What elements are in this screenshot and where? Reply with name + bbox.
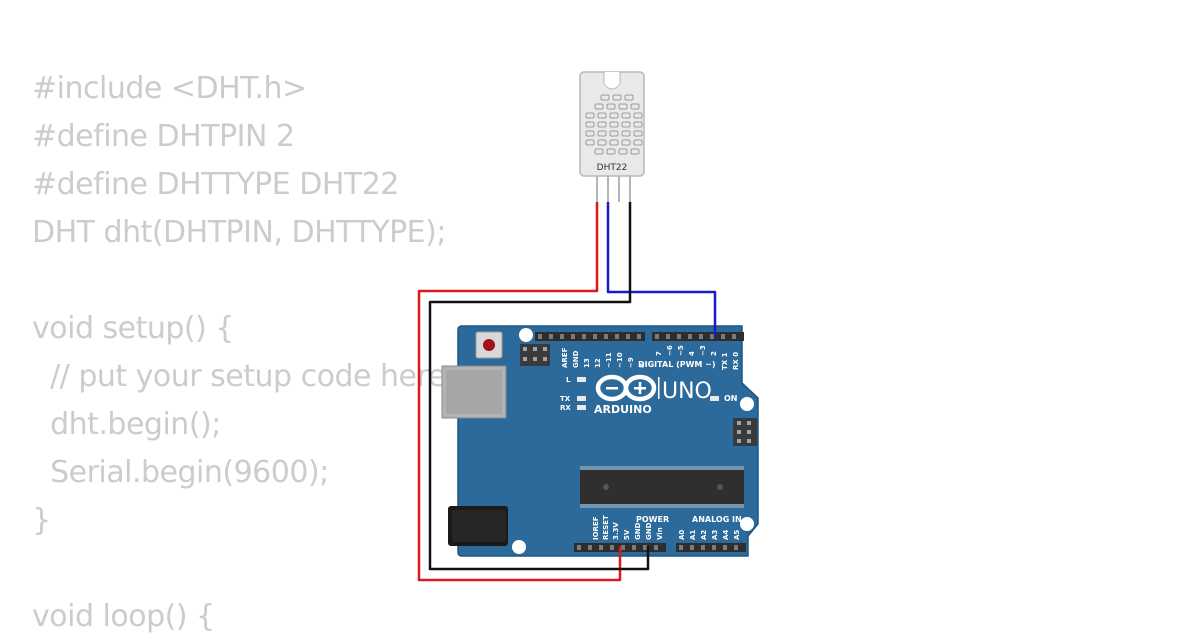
mounting-hole bbox=[740, 397, 754, 411]
dht22-sensor[interactable]: DHT22 bbox=[579, 71, 645, 202]
code-line: DHT dht(DHTPIN, DHTTYPE); bbox=[32, 215, 446, 250]
code-line: Serial.begin(9600); bbox=[32, 455, 329, 490]
pin-label: ~5 bbox=[677, 345, 685, 356]
pin-label: ~11 bbox=[605, 352, 613, 368]
sensor-label: DHT22 bbox=[597, 163, 628, 173]
pin-label: RX 0 bbox=[732, 352, 740, 370]
pin-label: A0 bbox=[678, 530, 686, 540]
arduino-logo-icon bbox=[595, 374, 657, 402]
usb-port bbox=[441, 365, 507, 419]
code-line: void loop() { bbox=[32, 599, 215, 634]
wire-gnd[interactable] bbox=[428, 202, 650, 571]
pin-label: RESET bbox=[602, 515, 610, 540]
pin-label: GND bbox=[634, 522, 642, 540]
analog-header-label: ANALOG IN bbox=[692, 515, 742, 524]
reset-button[interactable] bbox=[475, 331, 503, 359]
pin-label: ~3 bbox=[699, 345, 707, 356]
code-line: // put your setup code here bbox=[32, 359, 446, 394]
pin-label: 2 bbox=[710, 351, 718, 356]
analog-header bbox=[676, 543, 746, 552]
mounting-hole bbox=[519, 328, 533, 342]
pin-label: A1 bbox=[689, 530, 697, 540]
pin-label: GND bbox=[572, 350, 580, 368]
led-label-on: ON bbox=[724, 394, 738, 403]
pin-label: 3.3V bbox=[612, 522, 620, 540]
pin-label: 4 bbox=[688, 351, 696, 356]
mounting-hole bbox=[512, 540, 526, 554]
microcontroller-chip bbox=[580, 466, 744, 508]
mounting-hole bbox=[740, 517, 754, 531]
status-leds bbox=[577, 377, 719, 410]
dc-power-jack bbox=[448, 506, 508, 546]
led-label-tx: TX bbox=[560, 395, 571, 403]
pin-label: ~10 bbox=[616, 352, 624, 368]
pin-label: 13 bbox=[583, 358, 591, 368]
digital-header-label: DIGITAL (PWM ~) bbox=[638, 360, 716, 369]
power-header-label: POWER bbox=[636, 515, 669, 524]
wire-vcc[interactable] bbox=[417, 202, 622, 582]
code-line: dht.begin(); bbox=[32, 407, 221, 442]
pin-label: 12 bbox=[594, 358, 602, 368]
code-editor[interactable]: #include <DHT.h> #define DHTPIN 2 #define … bbox=[32, 65, 446, 641]
pin-label: 5V bbox=[623, 529, 631, 540]
pin-label: A3 bbox=[711, 530, 719, 540]
led-label-l: L bbox=[566, 376, 571, 384]
pin-label: A2 bbox=[700, 530, 708, 540]
icsp-header-right bbox=[733, 418, 757, 446]
sensor-pins bbox=[596, 176, 631, 202]
pin-label: AREF bbox=[561, 347, 569, 368]
code-line: #define DHTTYPE DHT22 bbox=[32, 167, 399, 202]
digital-header bbox=[535, 332, 744, 341]
pin-label: A4 bbox=[722, 530, 730, 540]
wire-data[interactable] bbox=[606, 202, 717, 337]
led-label-rx: RX bbox=[560, 404, 571, 412]
pin-label: ~6 bbox=[666, 345, 674, 356]
icsp-header bbox=[520, 344, 550, 366]
pin-label: GND bbox=[645, 522, 653, 540]
pin-label: IOREF bbox=[592, 516, 600, 540]
code-line: #define DHTPIN 2 bbox=[32, 119, 295, 154]
code-line: } bbox=[32, 503, 51, 538]
arduino-uno-board[interactable]: AREF GND 13 12 ~11 ~10 ~9 8 7 ~6 ~5 4 ~3… bbox=[441, 325, 759, 557]
code-line: #include <DHT.h> bbox=[32, 71, 307, 106]
board-brand: ARDUINO bbox=[594, 403, 652, 416]
pin-label: A5 bbox=[733, 530, 741, 540]
pin-label: TX 1 bbox=[721, 352, 729, 370]
pin-label: 8 bbox=[638, 363, 646, 368]
pin-label: 7 bbox=[655, 351, 663, 356]
pin-label: ~9 bbox=[627, 357, 635, 368]
code-line: void setup() { bbox=[32, 311, 234, 346]
pin-label: Vin bbox=[656, 527, 664, 540]
board-model: UNO bbox=[662, 379, 712, 404]
